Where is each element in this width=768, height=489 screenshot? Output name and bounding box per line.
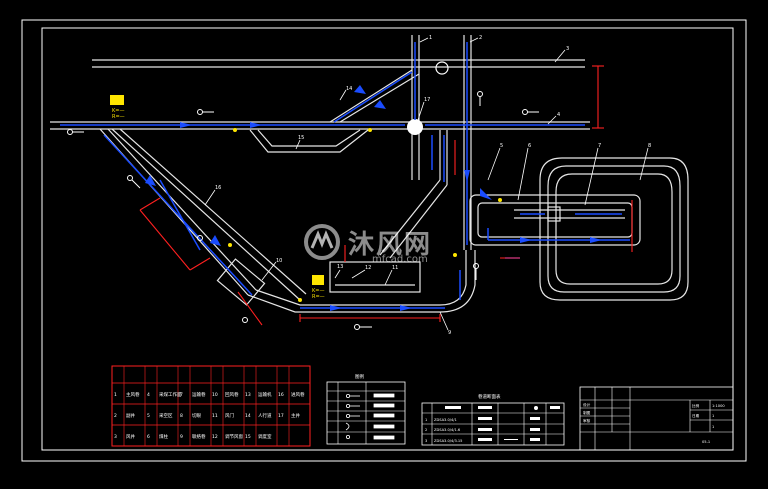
legend-no-3: 3 [114,434,117,440]
legend-no-8: 8 [180,413,183,419]
station-tag-2-line1: K=— [312,288,324,294]
spec-row-2-no: 2 [425,428,427,432]
legend-no-10: 10 [212,392,218,398]
spec-table: 巷道断面表 1 ZDSA3.0/4/1 [421,393,565,446]
legend-no-1: 1 [114,392,117,398]
spec-row-2-model: ZDSA3.0/4/1.6 [434,428,461,432]
callouts: 1 2 3 4 5 6 7 8 9 10 11 12 13 14 15 16 1… [204,35,651,336]
legend-no-17: 17 [278,413,284,419]
callout-9: 9 [448,330,451,336]
legend-name-14: 人行道 [258,412,272,419]
callout-1: 1 [429,35,432,41]
spec-table-title: 巷道断面表 [478,393,501,400]
station-tags: K=— R=— K=— R=— [112,108,325,300]
yellow-markers [110,95,502,302]
title-value-3: 1 [712,425,714,429]
legend-name-5: 采空区 [159,412,173,419]
callout-8: 8 [648,143,651,149]
legend-name-15: 调度室 [258,433,272,440]
callout-13: 13 [337,264,343,270]
callout-10: 10 [276,258,282,264]
legend-name-10: 回风巷 [225,392,239,398]
mfcad-logo-icon [304,224,340,260]
callout-6: 6 [528,143,531,149]
legend-no-11: 11 [212,413,218,419]
callout-11: 11 [392,265,398,271]
airflow-arrows [145,85,602,311]
legend-no-6: 6 [147,434,150,440]
spec-row-1-no: 1 [425,418,427,422]
title-label-2: 制图 [583,410,591,415]
shaft-top [435,61,449,75]
callout-14: 14 [346,86,352,92]
callout-7: 7 [598,143,601,149]
legend-no-13: 13 [245,392,251,398]
legend-no-7: 7 [180,392,183,398]
mining-district [469,157,689,301]
outer-frame [21,19,747,462]
equipment-symbols [67,91,539,330]
spec-row-3-model: ZDSA3.0/4/3.15 [434,439,462,443]
legend-name-2: 副井 [126,412,135,419]
legend-no-4: 4 [147,392,150,398]
callout-12: 12 [365,265,371,271]
inner-frame [41,27,734,451]
station-tag-1-line1: K=— [112,108,124,114]
legend-no-2: 2 [114,413,117,419]
legend-no-5: 5 [147,413,150,419]
legend-name-3: 风井 [126,433,135,440]
callout-17: 17 [424,97,430,103]
legend-table: 1 主风巷 4 采煤工作面 7 运输巷 10 回风巷 13 运输机 16 进风巷… [111,365,311,447]
spec-row-1-model: ZDSA3.0/4/1 [434,418,457,422]
station-tag-2-line2: R=— [312,294,325,300]
watermark: 沐风网 mfcad.com [300,218,470,268]
legend-no-9: 9 [180,434,183,440]
legend-no-12: 12 [212,434,218,440]
legend-no-14: 14 [245,413,251,419]
watermark-brand: 沐风网 [348,230,433,260]
title-label-4: 比例 [692,403,700,408]
legend-name-8: 切眼 [192,412,201,419]
legend-name-12: 调节风窗 [225,433,243,440]
legend-name-17: 主井 [291,412,300,419]
station-tag-1-line2: R=— [112,114,125,120]
legend-name-13: 运输机 [258,391,272,398]
callout-15: 15 [298,135,304,141]
title-label-3: 审核 [583,418,591,423]
legend-name-1: 主风巷 [126,391,140,398]
shaft-bottom [407,119,423,135]
callout-4: 4 [557,112,560,118]
legend-no-15: 15 [245,434,251,440]
title-value-2: 1 [712,414,714,418]
sheet-number: 05-1 [702,440,710,444]
callout-5: 5 [500,143,503,149]
title-value-scale: 1:1000 [712,404,725,408]
title-label-5: 日期 [692,413,700,418]
spec-row-3-no: 3 [425,439,427,443]
legend-name-9: 联络巷 [192,433,206,440]
legend-name-7: 运输巷 [192,391,206,398]
watermark-site: mfcad.com [372,254,428,265]
dimension-lines [139,65,633,326]
symbol-table-title: 图例 [355,373,364,380]
legend-name-11: 风门 [225,412,234,419]
callout-2: 2 [479,35,482,41]
title-block: 设计 制图 审核 比例 日期 1:1000 1 1 05-1 [579,386,734,451]
legend-name-6: 煤柱 [159,433,168,440]
airflow-paths [60,42,630,309]
legend-name-4: 采煤工作面 [159,391,182,398]
symbol-table: 图例 [326,373,406,445]
legend-no-16: 16 [278,392,284,398]
title-label-1: 设计 [583,402,591,407]
callout-3: 3 [566,46,569,52]
callout-16: 16 [215,185,221,191]
legend-name-16: 进风巷 [291,391,305,398]
